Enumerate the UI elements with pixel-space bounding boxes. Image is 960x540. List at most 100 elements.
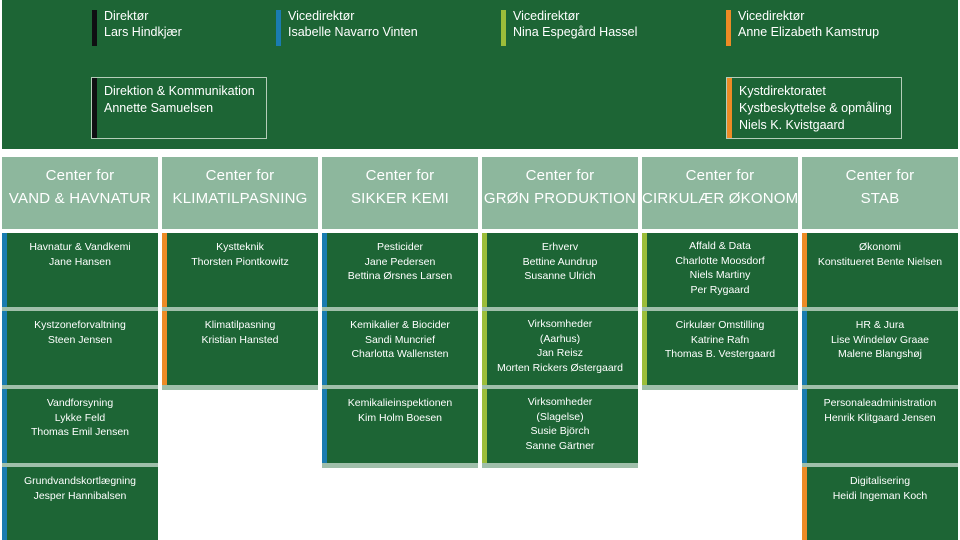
color-bar [726, 10, 731, 46]
center-header-line1: Center for [845, 167, 915, 184]
divider [482, 463, 638, 468]
department-line: Jan Reisz [536, 347, 584, 359]
center-header-line1: Center for [205, 167, 275, 184]
director-name: Lars Hindkjær [104, 25, 182, 39]
color-bar [92, 78, 97, 138]
divider [802, 463, 958, 468]
department-line: Jane Pedersen [364, 255, 436, 268]
department-name: HR & Jura [855, 319, 905, 331]
divider [162, 385, 318, 390]
unit-kystdirektoratet: Kystdirektoratet Kystbeskyttelse & opmål… [726, 77, 902, 139]
department-line: Thomas Emil Jensen [30, 426, 130, 438]
center-header-line1: Center for [365, 167, 435, 184]
center-header: Center for Klimatilpasning [162, 157, 318, 229]
divider [322, 307, 478, 312]
divider [802, 307, 958, 312]
department-line: Susanne Ulrich [524, 270, 596, 282]
color-bar [802, 389, 807, 463]
center-header-line1: Center for [525, 167, 595, 184]
color-bar [276, 10, 281, 46]
department-name: Vandforsyning [46, 397, 114, 409]
color-bar [802, 233, 807, 307]
department-line: Morten Rickers Østergaard [496, 361, 624, 374]
vicedirector-entry: Vicedirektør Anne Elizabeth Kamstrup [726, 8, 879, 46]
color-bar [802, 467, 807, 540]
department-name: Virksomheder [527, 396, 593, 408]
department-name: Personaleadministration [823, 397, 937, 409]
color-bar [482, 389, 487, 463]
department-name: Klimatilpasning [204, 319, 276, 331]
department-line: Kristian Hansted [201, 333, 279, 346]
department-line: Lise Windeløv Graae [830, 333, 930, 346]
center-klimatilpasning: Center for Klimatilpasning [162, 157, 318, 229]
director-title: Vicedirektør [513, 9, 580, 23]
director-name: Nina Espegård Hassel [513, 25, 638, 39]
unit-line: Kystbeskyttelse & opmåling [739, 101, 892, 115]
center-groen-produktion: Center for Grøn Produktion [482, 157, 638, 229]
department-line: Bettine Aundrup [522, 255, 598, 268]
center-header-line2: Stab [860, 190, 900, 207]
color-bar [162, 233, 167, 307]
color-bar [2, 389, 7, 463]
center-cirkulaer-oekonomi: Center for Cirkulær Økonomi [642, 157, 803, 229]
unit-line: Direktion & Kommunikation [104, 84, 255, 98]
color-bar [2, 233, 7, 307]
color-bar [802, 311, 807, 385]
divider [642, 307, 798, 312]
department-name: Virksomheder [527, 318, 593, 330]
color-bar [642, 233, 647, 307]
department-line: Konstitueret Bente Nielsen [817, 255, 943, 268]
director-title: Vicedirektør [738, 9, 805, 23]
department-line: Per Rygaard [690, 283, 750, 296]
center-header: Center for Vand & Havnatur [2, 157, 158, 229]
divider [162, 307, 318, 312]
color-bar [501, 10, 506, 46]
color-bar [162, 311, 167, 385]
department-line: Sanne Gärtner [525, 439, 595, 452]
department-name: Pesticider [376, 241, 424, 253]
center-sikker-kemi: Center for Sikker kemi [322, 157, 478, 229]
center-vand-havnatur: Center for Vand & Havnatur [2, 157, 158, 229]
color-bar [2, 467, 7, 540]
director-title: Direktør [104, 9, 149, 23]
color-bar [322, 311, 327, 385]
color-bar [322, 233, 327, 307]
vicedirector-entry: Vicedirektør Isabelle Navarro Vinten [276, 8, 418, 46]
director-title: Vicedirektør [288, 9, 355, 23]
color-bar [642, 311, 647, 385]
divider [2, 463, 158, 468]
department-name: Digitalisering [849, 475, 911, 487]
department-line: Susie Björch [530, 425, 590, 437]
center-header-line1: Center for [685, 167, 755, 184]
department-line: Bettina Ørsnes Larsen [347, 270, 453, 282]
color-bar [92, 10, 97, 46]
director-name: Anne Elizabeth Kamstrup [738, 25, 880, 39]
department-name: Økonomi [858, 241, 901, 253]
department-name: Kemikalieinspektionen [347, 397, 453, 409]
unit-line: Kystdirektoratet [739, 84, 826, 98]
center-header-line2: Cirkulær Økonomi [642, 190, 803, 207]
department-line: Sandi Muncrief [364, 333, 436, 346]
color-bar [482, 233, 487, 307]
department-name: Affald & Data [689, 240, 751, 252]
divider [642, 385, 798, 390]
management-band [2, 0, 958, 149]
department-name: Erhverv [541, 241, 579, 253]
unit-line: Niels K. Kvistgaard [739, 118, 845, 132]
center-header-line1: Center for [45, 167, 115, 184]
department-line: Thorsten Piontkowitz [191, 255, 289, 268]
center-header: Center for Grøn Produktion [482, 157, 638, 229]
color-bar [322, 389, 327, 463]
center-stab: Center for Stab [802, 157, 958, 229]
